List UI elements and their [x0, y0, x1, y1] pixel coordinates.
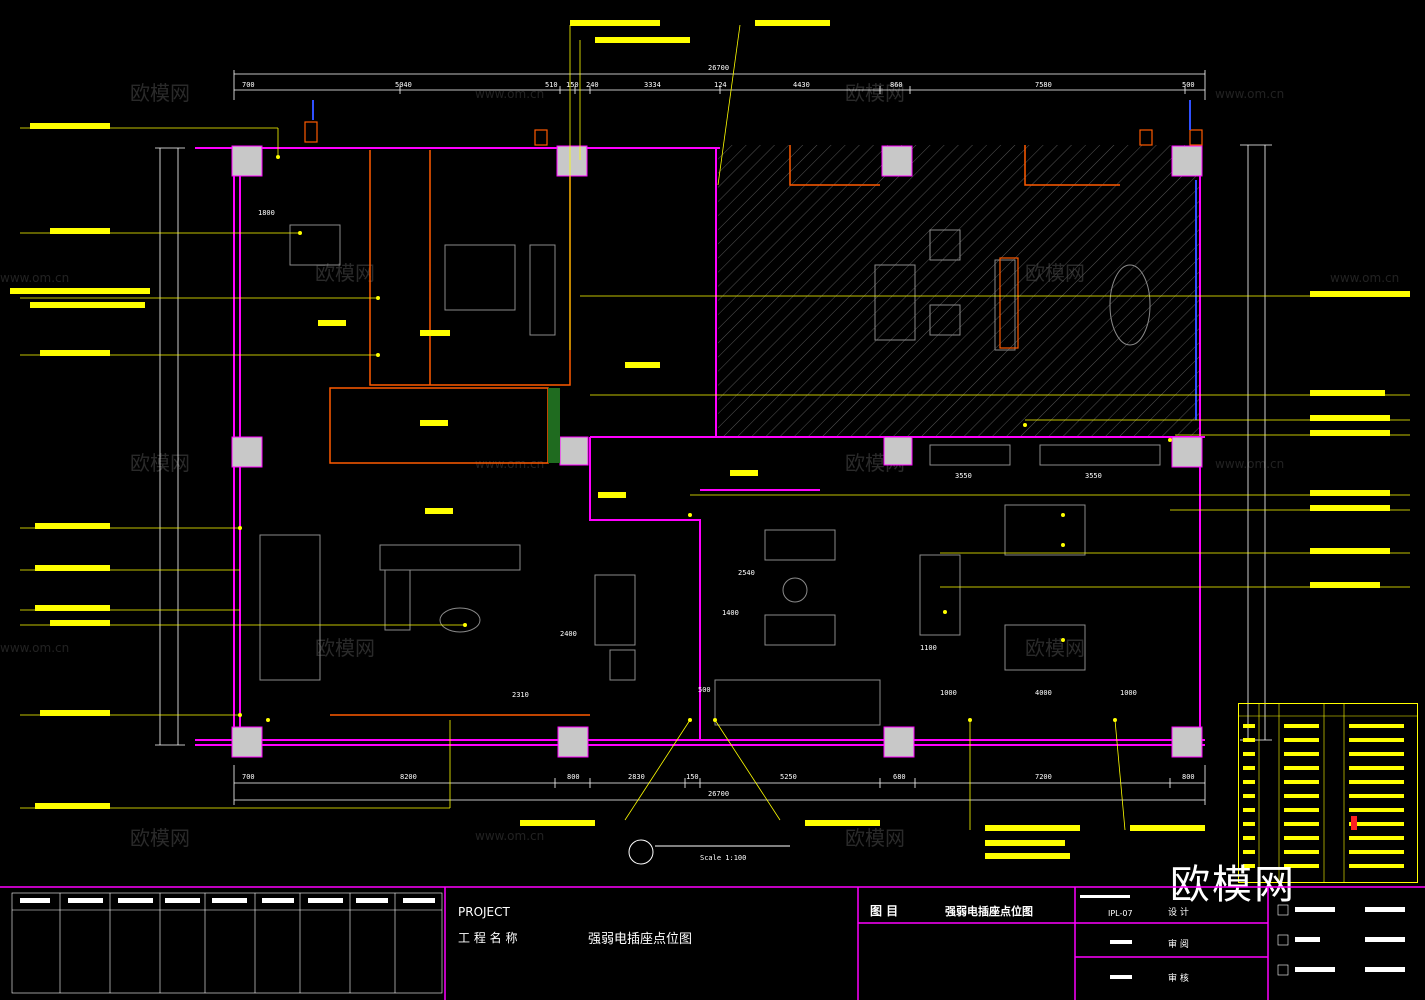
scale-circle — [628, 839, 654, 865]
dimension-sides — [155, 144, 1272, 746]
watermark-url: www.om.cn — [475, 87, 544, 101]
title-block-frame — [0, 886, 1425, 1000]
columns — [231, 145, 1203, 758]
watermark-text: 欧模网 — [315, 636, 375, 660]
dim-inner-0: 3550 — [955, 472, 972, 480]
dim-bottom-5: 5250 — [780, 773, 797, 781]
watermark-url: www.om.cn — [0, 641, 69, 655]
drawing-name: 强弱电插座点位图 — [588, 932, 693, 947]
dim-top-total: 26700 — [708, 64, 729, 72]
watermark-text: 欧模网 — [845, 81, 905, 105]
dim-inner-8: 2400 — [560, 630, 577, 638]
furniture — [259, 224, 1161, 726]
dim-bottom-total: 26700 — [708, 790, 729, 798]
dim-bottom-4: 150 — [686, 773, 699, 781]
dim-top-8: 860 — [890, 81, 903, 89]
dim-inner-9: 2310 — [512, 691, 529, 699]
dim-bottom-6: 680 — [893, 773, 906, 781]
dim-inner-1: 3550 — [1085, 472, 1102, 480]
dimension-bottom — [233, 765, 1206, 805]
dim-inner-4: 1000 — [940, 689, 957, 697]
approver-label: 审 核 — [1168, 974, 1189, 984]
hatched-area — [718, 145, 1200, 437]
socket-markers — [238, 155, 1172, 722]
dim-top-4: 240 — [586, 81, 599, 89]
watermark-text: 欧模网 — [130, 81, 190, 105]
legend-table — [1238, 703, 1418, 883]
scale-label: Scale 1:100 — [700, 854, 746, 862]
item-value: 强弱电插座点位图 — [945, 905, 1033, 918]
watermark-url: www.om.cn — [475, 457, 544, 471]
dim-top-6: 124 — [714, 81, 727, 89]
dim-inner-10: 1800 — [258, 209, 275, 217]
dim-top-2: 510 — [545, 81, 558, 89]
watermark-url: www.om.cn — [1215, 457, 1284, 471]
dim-bottom-1: 8200 — [400, 773, 417, 781]
green-block — [548, 388, 560, 463]
dim-top-0: 700 — [242, 81, 255, 89]
dim-bottom-2: 800 — [567, 773, 580, 781]
dim-inner-7: 1400 — [722, 609, 739, 617]
partitions — [329, 145, 1120, 716]
dim-inner-5: 1100 — [920, 644, 937, 652]
stair-marks — [304, 121, 1203, 349]
brand-logo: 欧模网 — [1170, 862, 1296, 908]
dim-inner-6: 2540 — [738, 569, 755, 577]
dimension-top-text: 700 5040 510 150 240 3334 124 4430 860 7… — [242, 64, 1195, 89]
dim-inner-2: 4000 — [1035, 689, 1052, 697]
dim-bottom-0: 700 — [242, 773, 255, 781]
watermark-url: www.om.cn — [1330, 271, 1399, 285]
dim-top-9: 7580 — [1035, 81, 1052, 89]
watermark-url: www.om.cn — [1215, 87, 1284, 101]
dim-inner-11: 500 — [698, 686, 711, 694]
dim-top-3: 150 — [566, 81, 579, 89]
project-name-label: 工 程 名 称 — [458, 931, 518, 945]
reviewer-label: 审 阅 — [1168, 940, 1189, 950]
watermark-text: 欧模网 — [1025, 636, 1085, 660]
dim-inner-3: 1000 — [1120, 689, 1137, 697]
watermark-url: www.om.cn — [475, 829, 544, 843]
drawing-number: IPL-07 — [1108, 909, 1133, 918]
watermark-url: www.om.cn — [0, 271, 69, 285]
dim-top-5: 3334 — [644, 81, 661, 89]
watermark-text: 欧模网 — [130, 826, 190, 850]
dimension-top — [233, 70, 1206, 100]
legend-grid — [1239, 704, 1417, 882]
project-label: PROJECT — [458, 905, 510, 919]
dim-top-1: 5040 — [395, 81, 412, 89]
dimension-bottom-text: 700 8200 800 2830 150 5250 680 7200 800 … — [242, 773, 1195, 798]
dim-top-10: 500 — [1182, 81, 1195, 89]
dim-bottom-7: 7200 — [1035, 773, 1052, 781]
inner-dimensions: 3550 3550 4000 1000 1000 1100 2540 1400 … — [258, 209, 1137, 699]
dim-top-7: 4430 — [793, 81, 810, 89]
designer-label: 设 计 — [1168, 908, 1189, 918]
title-block: PROJECT 工 程 名 称 强弱电插座点位图 图 目 强弱电插座点位图 IP… — [0, 885, 1425, 1000]
item-label: 图 目 — [870, 904, 899, 918]
dim-bottom-3: 2830 — [628, 773, 645, 781]
annotation-labels — [10, 20, 1410, 859]
dim-bottom-8: 800 — [1182, 773, 1195, 781]
room-tags — [318, 320, 758, 514]
watermark-text: 欧模网 — [845, 826, 905, 850]
